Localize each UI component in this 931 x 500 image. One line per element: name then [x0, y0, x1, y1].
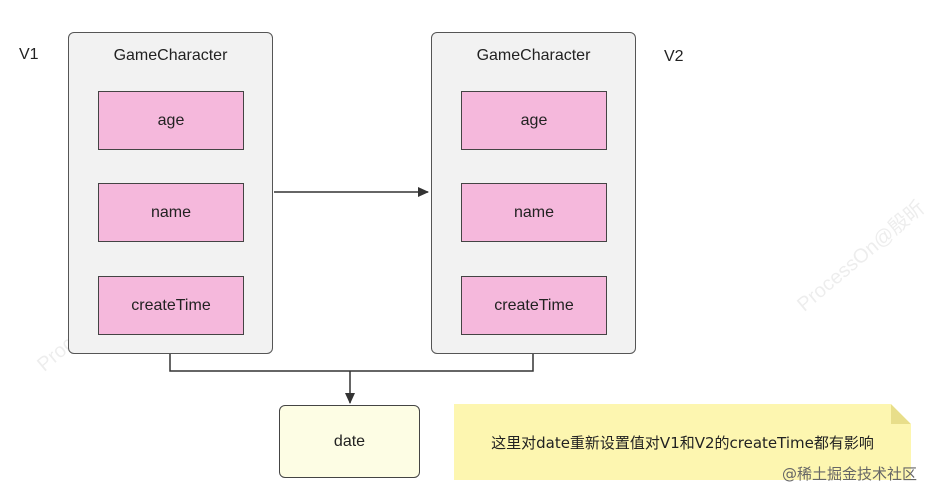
label-v2: V2: [664, 48, 684, 65]
v1-field-age: age: [98, 91, 244, 150]
v1-field-createtime: createTime: [98, 276, 244, 335]
v1-field-name: name: [98, 183, 244, 242]
date-box: date: [279, 405, 420, 478]
v2-gamecharacter: GameCharacter age name createTime: [431, 32, 636, 354]
note-fold-icon: [891, 404, 911, 424]
note: 这里对date重新设置值对V1和V2的createTime都有影响: [454, 404, 911, 480]
credit-text: @稀土掘金技术社区: [781, 465, 917, 483]
v2-field-age: age: [461, 91, 607, 150]
v2-title: GameCharacter: [476, 47, 591, 64]
v1-title: GameCharacter: [113, 47, 228, 64]
note-text: 这里对date重新设置值对V1和V2的createTime都有影响: [491, 434, 874, 452]
v2-field-name: name: [461, 183, 607, 242]
label-v1: V1: [19, 46, 39, 63]
v2-field-createtime: createTime: [461, 276, 607, 335]
v1-gamecharacter: GameCharacter age name createTime: [68, 32, 273, 354]
